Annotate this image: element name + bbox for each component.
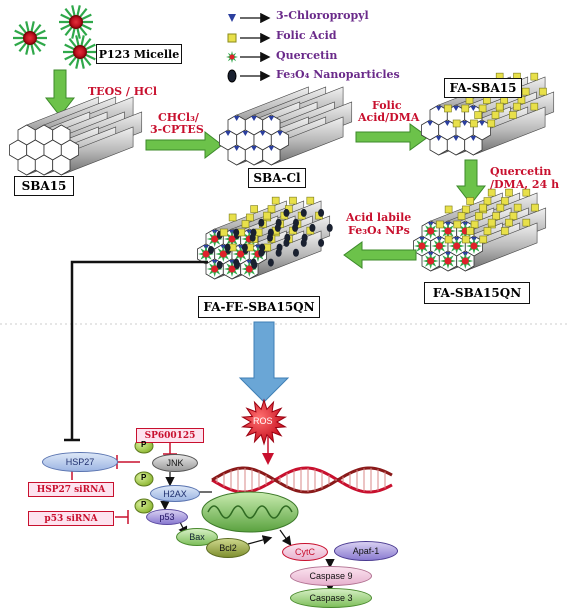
dna-helix (211, 466, 393, 494)
arrow-down-2 (455, 159, 487, 205)
step-quercetin-line1: Quercetin (490, 165, 552, 178)
bcl2-node: Bcl2 (206, 538, 250, 558)
sbacl-label: SBA-Cl (248, 168, 306, 188)
arrow-down-1 (44, 69, 76, 117)
micelle-cluster (13, 5, 97, 69)
hsp27-node: HSP27 (42, 452, 118, 472)
fasba15-label: FA-SBA15 (444, 78, 522, 98)
p53-sirna-box: p53 siRNA (28, 511, 114, 526)
step-chcl3-line2: 3-CPTES (150, 123, 204, 136)
fafesba15qn-structure (196, 196, 333, 280)
sbacl-structure (218, 86, 353, 166)
step-quercetin-line2: /DMA, 24 h (490, 178, 560, 191)
phospho-label-3: P (141, 500, 147, 509)
triangle-icon (228, 14, 236, 22)
arrow-right-2 (355, 123, 429, 151)
step-folic-line2: Acid/DMA (358, 111, 420, 124)
ros-label: ROS (253, 416, 273, 426)
sba15-structure (8, 96, 143, 176)
legend-label-quercetin: Quercetin (276, 49, 338, 62)
caspase9-node: Caspase 9 (290, 566, 372, 586)
step-fe3o4-line1: Acid labile (346, 211, 412, 224)
sba15-label: SBA15 (14, 176, 74, 196)
caspase3-node: Caspase 3 (290, 588, 372, 608)
cytc-node: CytC (282, 543, 328, 561)
final-label: FA-FE-SBA15QN (198, 296, 320, 318)
phospho-label-2: P (141, 473, 147, 482)
fasba15qn-label: FA-SBA15QN (424, 282, 530, 304)
ellipse-icon (227, 69, 237, 83)
sp600125-box: SP600125 (136, 428, 204, 443)
step-fe3o4-line2: Fe₃O₄ NPs (348, 224, 410, 237)
legend-label-fe3o4: Fe₃O₄ Nanoparticles (276, 68, 400, 81)
micelle-label: P123 Micelle (96, 44, 182, 64)
h2ax-node: H2AX (150, 485, 200, 502)
bax-node: Bax (176, 528, 218, 546)
step-chcl3-line1: CHCl₃/ (158, 111, 199, 124)
fasba15qn-structure (412, 188, 547, 272)
inhibition-line (70, 260, 208, 440)
arrow-right-1 (145, 130, 223, 160)
hsp27-sirna-box: HSP27 siRNA (28, 482, 114, 497)
mitochondrion (201, 491, 299, 533)
legend-label-chloropropyl: 3-Chloropropyl (276, 9, 369, 22)
apaf1-node: Apaf-1 (334, 541, 398, 561)
step-teos-hcl: TEOS / HCl (88, 85, 158, 98)
phospho-oval-p53 (134, 498, 154, 514)
star-icon (226, 51, 238, 63)
pathway-connectors (65, 442, 335, 593)
jnk-node: JNK (152, 454, 198, 472)
step-folic-line1: Folic (372, 99, 402, 112)
arrow-down-blue (238, 321, 290, 403)
phospho-label-1: P (141, 440, 147, 449)
arrow-left-1 (343, 241, 417, 269)
p53-node: p53 (146, 509, 188, 525)
ros-starburst (240, 398, 288, 446)
legend-icons (226, 12, 271, 83)
legend-label-folic-acid: Folic Acid (276, 29, 337, 42)
square-icon (227, 33, 237, 43)
phospho-oval-h2ax (134, 471, 154, 487)
